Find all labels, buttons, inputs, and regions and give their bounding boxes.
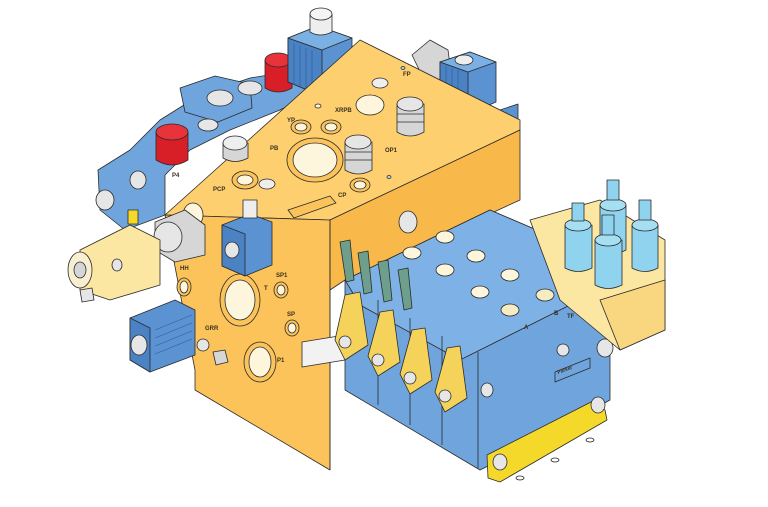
- port-labels-top: P4 PCP PB YP XRPB FP OP1 CP: [172, 72, 411, 199]
- light-blue-cartridges: [564, 179, 659, 289]
- label-sp: SP: [287, 312, 295, 318]
- grey-fittings-top: [222, 77, 425, 190]
- label-pcp: PCP: [213, 187, 225, 193]
- label-xrpb: XRPB: [335, 108, 352, 114]
- label-hh: HH: [180, 266, 189, 272]
- svg-text:Parker: Parker: [557, 365, 574, 376]
- label-cp: CP: [338, 193, 346, 199]
- label-grr: GRR: [205, 326, 219, 332]
- solenoid-coil-lower-left: [129, 299, 196, 373]
- label-sp1: SP1: [276, 273, 288, 279]
- red-cap-top: [264, 52, 293, 93]
- directional-valve-bank: A B TF Parker: [344, 209, 614, 471]
- left-valve-body: [95, 69, 311, 231]
- label-tf: TF: [567, 314, 575, 320]
- label-op1: OP1: [385, 148, 398, 154]
- red-cap-left: [155, 123, 189, 166]
- top-face-ports: [231, 66, 406, 193]
- label-fp: FP: [403, 72, 411, 78]
- label-t: T: [264, 286, 268, 292]
- mounting-bracket: [486, 396, 608, 483]
- port-labels-front: HH T SP1 SP GRR P1: [180, 266, 295, 364]
- solenoid-coil-face: [221, 199, 273, 277]
- label-yp: YP: [287, 118, 295, 124]
- valve-bank-ports: [402, 230, 555, 317]
- front-face-ports: [176, 202, 418, 383]
- label-pb: PB: [270, 146, 279, 152]
- pale-yellow-pump: [67, 209, 161, 303]
- label-a: A: [524, 325, 529, 331]
- parker-nameplate: Parker: [554, 357, 591, 383]
- label-p1: P1: [277, 358, 285, 364]
- grey-elbow-fitting: [153, 209, 206, 263]
- label-p4: P4: [172, 173, 180, 179]
- green-connectors: [339, 239, 413, 311]
- yellow-actuators: [334, 291, 468, 413]
- label-b: B: [554, 311, 559, 317]
